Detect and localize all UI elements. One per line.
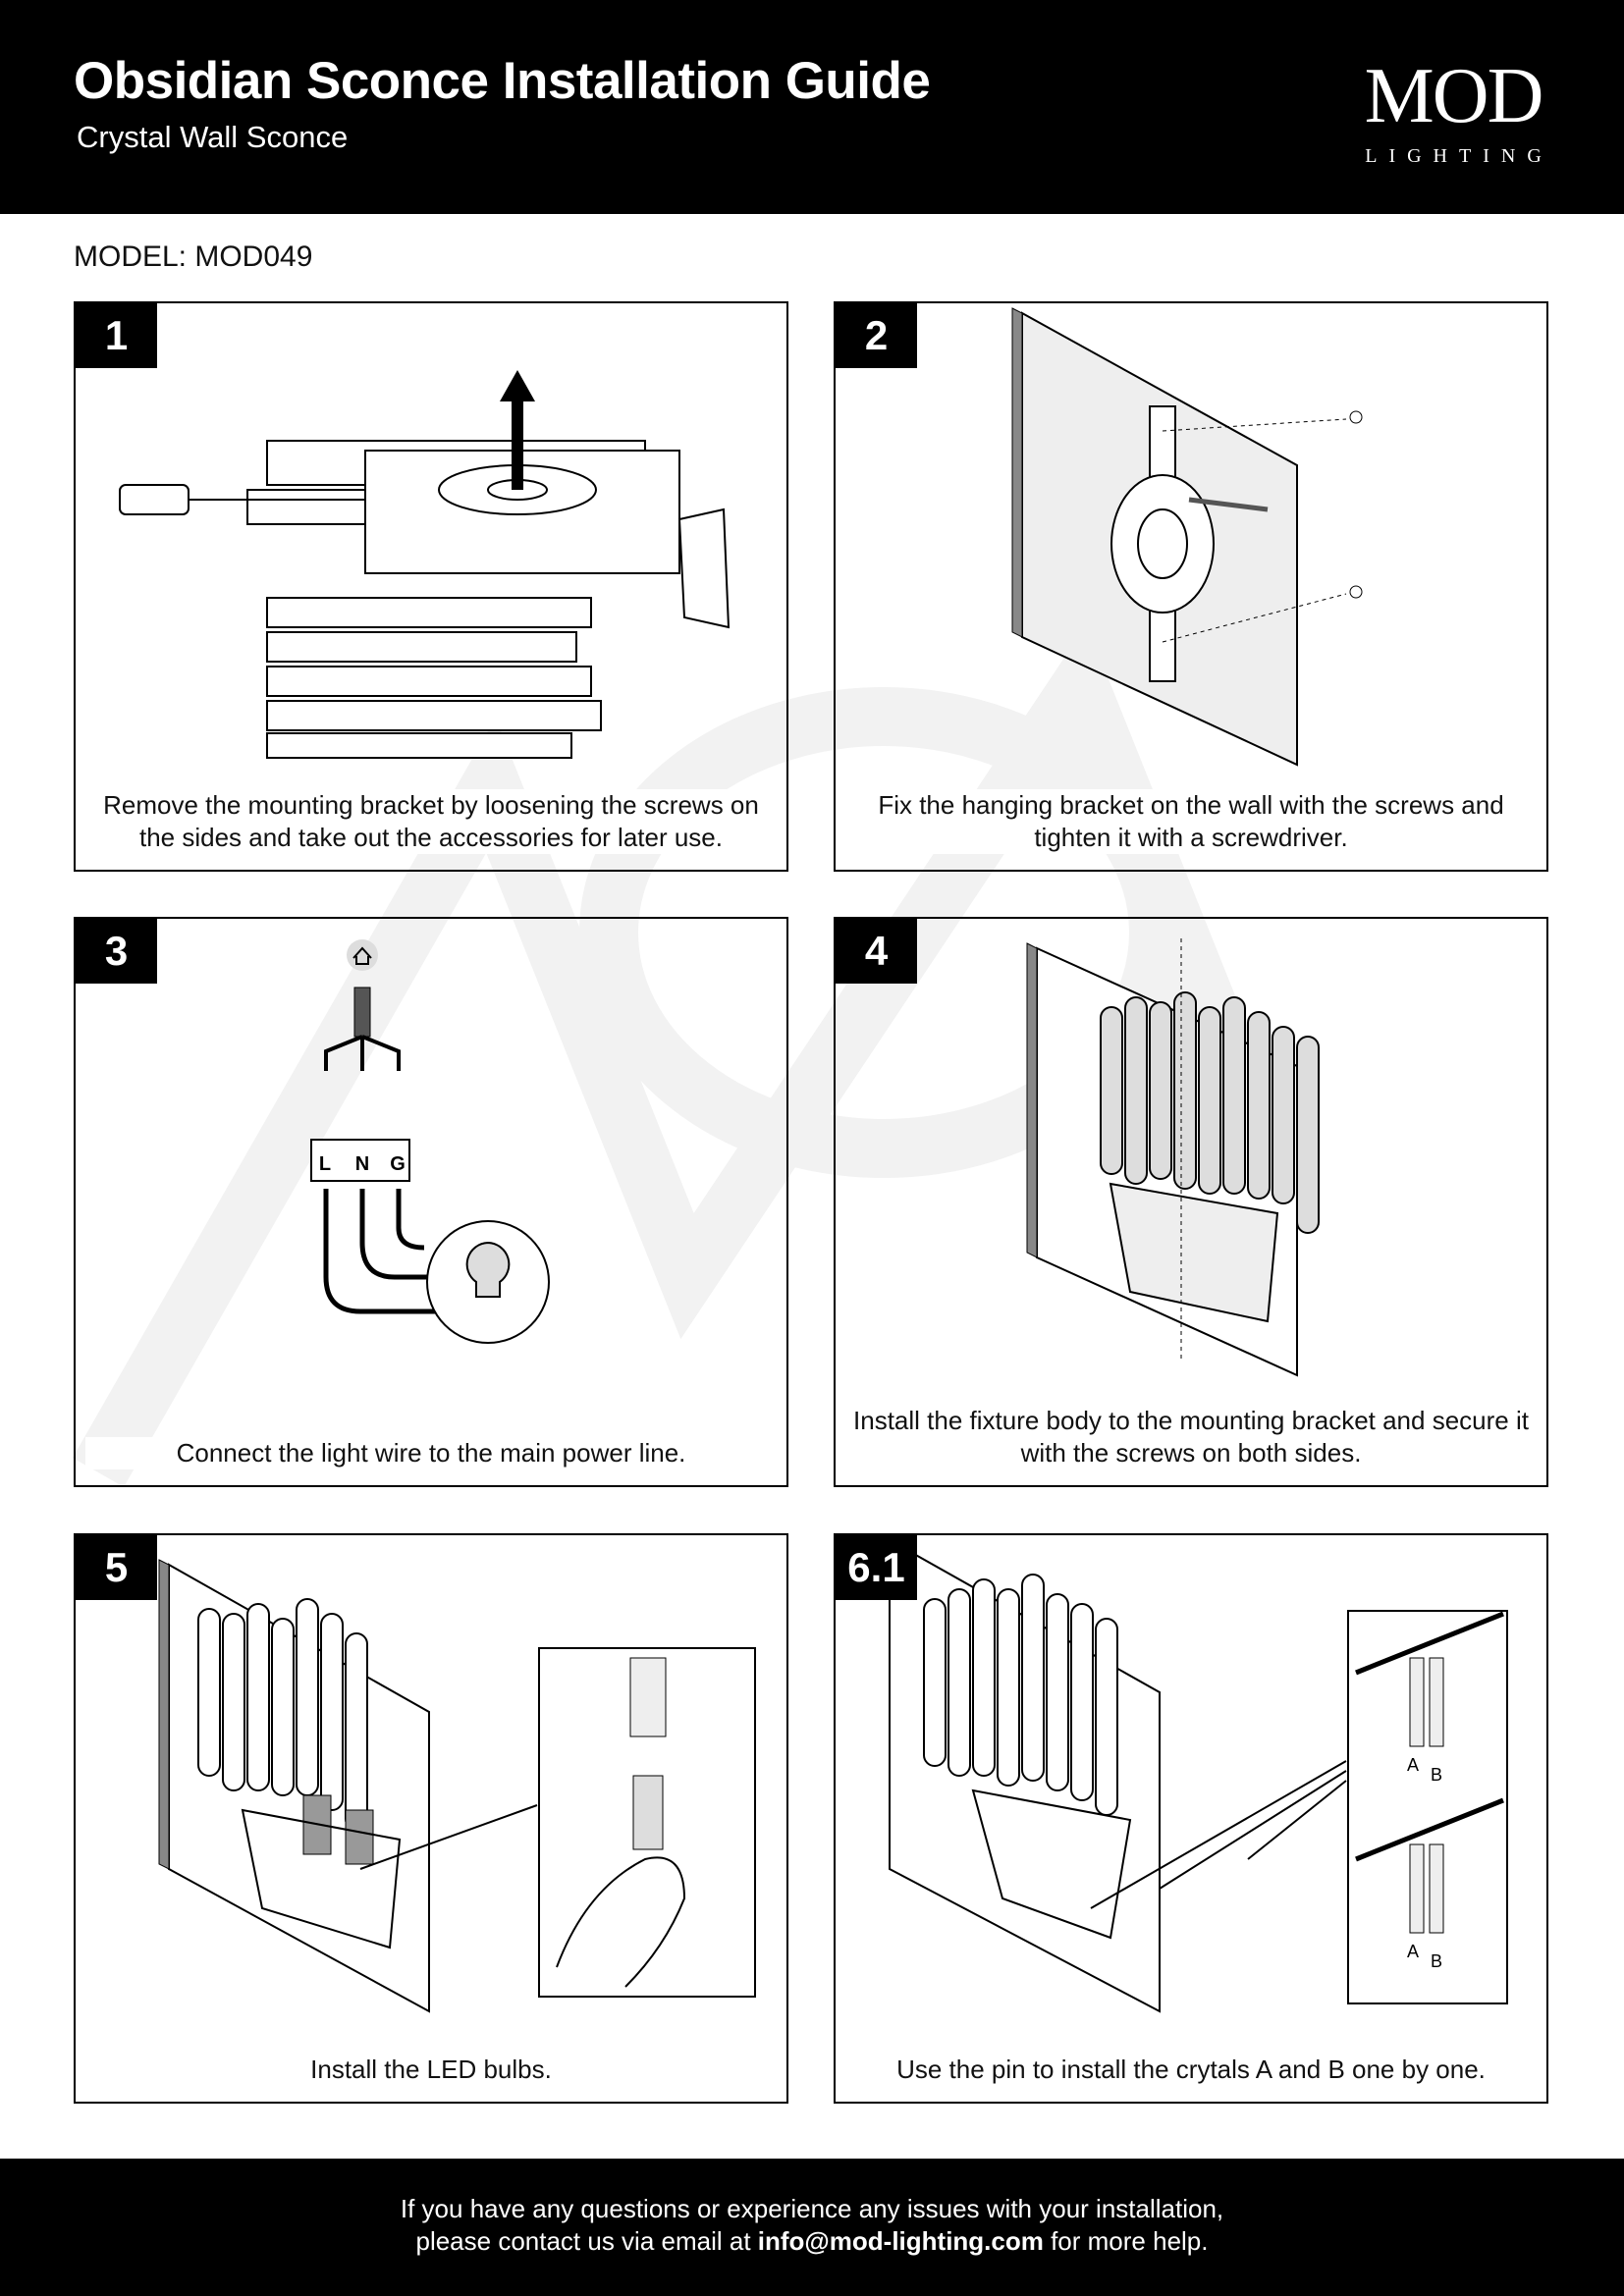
wall-bracket-illustration (1011, 307, 1363, 767)
crystal-label-a: A (1407, 1755, 1419, 1775)
step-number: 6.1 (836, 1535, 917, 1600)
terminal-n: N (355, 1153, 369, 1175)
terminal-l: L (319, 1153, 331, 1175)
footer: If you have any questions or experience … (0, 2159, 1624, 2296)
footer-line-1: If you have any questions or experience … (400, 2194, 1224, 2223)
step-6-1-panel: A B A B 6.1 Use the pin to install the c… (834, 1533, 1548, 2104)
step-number: 5 (76, 1535, 157, 1600)
step-caption: Install the fixture body to the mounting… (845, 1405, 1537, 1469)
step-number: 4 (836, 919, 917, 984)
step-2-panel: 2 Fix the hanging bracket on the wall wi… (834, 301, 1548, 872)
page-subtitle: Crystal Wall Sconce (77, 120, 349, 154)
step-caption: Fix the hanging bracket on the wall with… (845, 789, 1537, 854)
step-1-panel: 1 Remove the mounting bracket by looseni… (74, 301, 788, 872)
support-email-link[interactable]: info@mod-lighting.com (757, 2226, 1044, 2256)
terminal-g: G (390, 1153, 406, 1175)
step-caption: Install the LED bulbs. (85, 2054, 777, 2086)
step-4-panel: 4 Install the fixture body to the mounti… (834, 917, 1548, 1487)
step-caption: Use the pin to install the crytals A and… (845, 2054, 1537, 2086)
fixture-mount-illustration (1026, 938, 1320, 1377)
step-number: 1 (76, 303, 157, 368)
home-icon (347, 939, 378, 971)
wiring-diagram: L N G (310, 939, 550, 1344)
bracket-removal-illustration (119, 370, 731, 759)
footer-line-2: please contact us via email at info@mod-… (415, 2226, 1209, 2256)
crystal-label-b: B (1431, 1765, 1442, 1785)
step-3-panel: L N G 3 Connect the light wire to the ma… (74, 917, 788, 1487)
page-title: Obsidian Sconce Installation Guide (74, 52, 931, 110)
crystal-label-b: B (1431, 1951, 1442, 1971)
step-number: 3 (76, 919, 157, 984)
model-number: MODEL: MOD049 (74, 240, 313, 273)
step-number: 2 (836, 303, 917, 368)
step-5-panel: 5 Install the LED bulbs. (74, 1533, 788, 2104)
brand-logo: MOD LIGHTING (1364, 53, 1553, 167)
crystal-install-illustration: A B A B (889, 1538, 1508, 2013)
led-bulb-illustration (158, 1559, 756, 2013)
step-caption: Connect the light wire to the main power… (85, 1437, 777, 1469)
step-caption: Remove the mounting bracket by loosening… (85, 789, 777, 854)
header: Obsidian Sconce Installation Guide Cryst… (0, 0, 1624, 214)
crystal-label-a: A (1407, 1942, 1419, 1961)
